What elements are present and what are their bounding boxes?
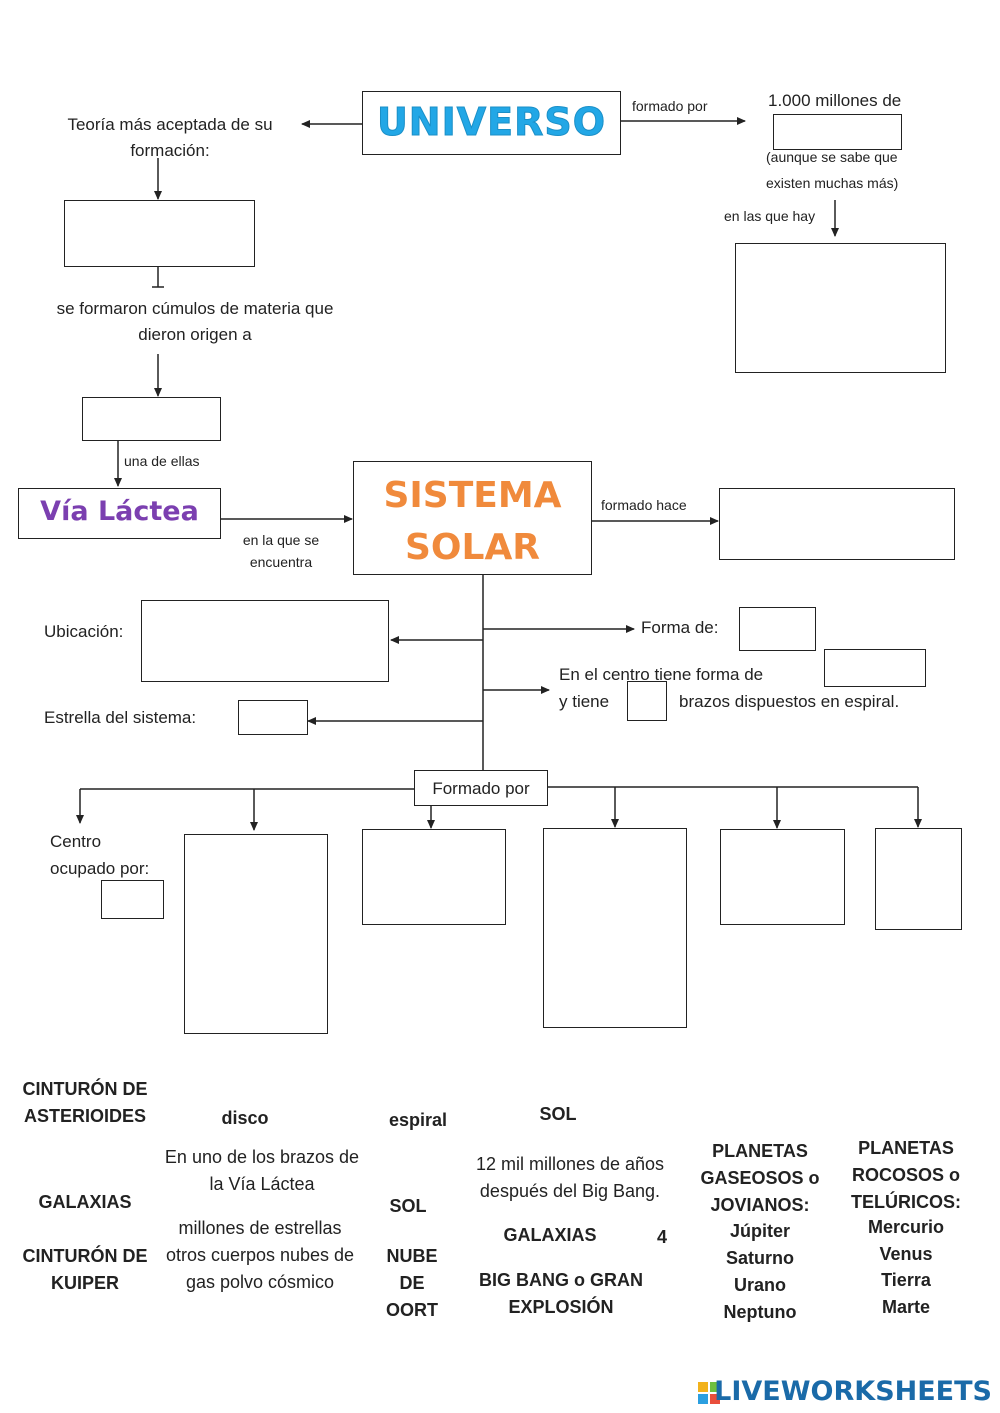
formado-por-field-5[interactable] — [875, 828, 962, 930]
sistema-solar-box: SISTEMA SOLAR — [353, 461, 592, 575]
bank-sol-2[interactable]: SOL — [539, 1104, 577, 1124]
y-tiene-label: y tiene — [559, 692, 610, 711]
formado-por-top-label: formado por — [632, 98, 708, 114]
ubicacion-label: Ubicación: — [44, 622, 124, 641]
formado-por-box: Formado por — [414, 770, 548, 806]
galaxias-contenido-field[interactable] — [735, 243, 946, 373]
una-de-ellas-label: una de ellas — [124, 453, 200, 469]
bank-contenido-galaxias[interactable]: millones de estrellas otros cuerpos nube… — [165, 1218, 355, 1292]
brazos-count-field[interactable] — [627, 681, 667, 721]
bank-planetas-rocosos-title[interactable]: PLANETAS ROCOSOS o TELÚRICOS: — [851, 1138, 961, 1212]
bank-galaxias-2[interactable]: GALAXIAS — [503, 1225, 597, 1245]
en-las-que-hay-label: en las que hay — [724, 208, 816, 224]
formado-por-mid-label: Formado por — [432, 779, 530, 798]
en-la-que-se-label: en la que se encuentra — [242, 532, 320, 570]
bank-espiral[interactable]: espiral — [388, 1110, 448, 1130]
bank-12-mil-millones[interactable]: 12 mil millones de años después del Big … — [475, 1154, 665, 1201]
ubicacion-field[interactable] — [141, 600, 389, 682]
bank-saturno: Saturno — [725, 1248, 794, 1268]
bank-disco[interactable]: disco — [221, 1108, 269, 1128]
bank-number-4[interactable]: 4 — [656, 1227, 667, 1247]
bank-cinturon-kuiper[interactable]: CINTURÓN DE KUIPER — [22, 1246, 148, 1293]
galaxias-count-field[interactable] — [773, 114, 902, 150]
centro-ocupado-field[interactable] — [101, 880, 164, 919]
se-formaron-label: se formaron cúmulos de materia que diero… — [56, 299, 334, 344]
centro-forma-field[interactable] — [824, 649, 926, 687]
liveworksheets-brand[interactable]: LIVEWORKSHEETS — [714, 1376, 992, 1407]
formado-hace-field[interactable] — [719, 488, 955, 560]
en-el-centro-label: En el centro tiene forma de — [559, 665, 764, 684]
formado-por-field-2[interactable] — [362, 829, 506, 925]
forma-de-field[interactable] — [739, 607, 816, 651]
teoria-field[interactable] — [64, 200, 255, 267]
bank-big-bang[interactable]: BIG BANG o GRAN EXPLOSIÓN — [479, 1270, 643, 1317]
mil-millones-label: 1.000 millones de — [768, 91, 902, 110]
aunque-label: (aunque se sabe que existen muchas más) — [766, 149, 899, 191]
bank-venus: Venus — [879, 1244, 933, 1264]
bank-galaxias-1[interactable]: GALAXIAS — [38, 1192, 132, 1212]
bank-urano: Urano — [733, 1275, 786, 1295]
formado-por-field-4[interactable] — [720, 829, 845, 925]
universo-title: UNIVERSO — [376, 100, 607, 145]
formado-por-field-3[interactable] — [543, 828, 687, 1028]
bank-mercurio: Mercurio — [867, 1217, 945, 1237]
teoria-label: Teoría más aceptada de su formación: — [67, 115, 273, 160]
bank-ubicacion-brazos[interactable]: En uno de los brazos de la Vía Láctea — [164, 1147, 360, 1194]
liveworksheets-logo-icon — [698, 1382, 720, 1404]
bank-tierra: Tierra — [881, 1270, 931, 1290]
via-lactea-box: Vía Láctea — [18, 488, 221, 539]
bank-sol-1[interactable]: SOL — [389, 1196, 427, 1216]
brazos-label: brazos dispuestos en espiral. — [679, 692, 900, 711]
sistema-solar-title-line1: SISTEMA — [383, 475, 562, 516]
forma-de-label: Forma de: — [641, 618, 719, 637]
centro-ocupado-label: Centro ocupado por: — [50, 832, 150, 878]
bank-jupiter: Júpiter — [729, 1221, 790, 1241]
bank-nube-oort[interactable]: NUBE DE OORT — [386, 1246, 438, 1320]
estrella-label: Estrella del sistema: — [44, 708, 197, 727]
bank-cinturon-asteroides[interactable]: CINTURÓN DE ASTERIOIDES — [22, 1079, 148, 1126]
via-lactea-title: Vía Láctea — [40, 496, 199, 527]
sistema-solar-title-line2: SOLAR — [404, 527, 541, 568]
bank-planetas-gaseosos-title[interactable]: PLANETAS GASEOSOS o JOVIANOS: — [700, 1141, 820, 1215]
bank-marte: Marte — [881, 1297, 930, 1317]
universo-box: UNIVERSO — [362, 91, 621, 155]
formado-hace-label: formado hace — [601, 497, 687, 513]
bank-neptuno: Neptuno — [723, 1302, 797, 1322]
galaxias-origen-field[interactable] — [82, 397, 221, 441]
formado-por-field-1[interactable] — [184, 834, 328, 1034]
estrella-field[interactable] — [238, 700, 308, 735]
